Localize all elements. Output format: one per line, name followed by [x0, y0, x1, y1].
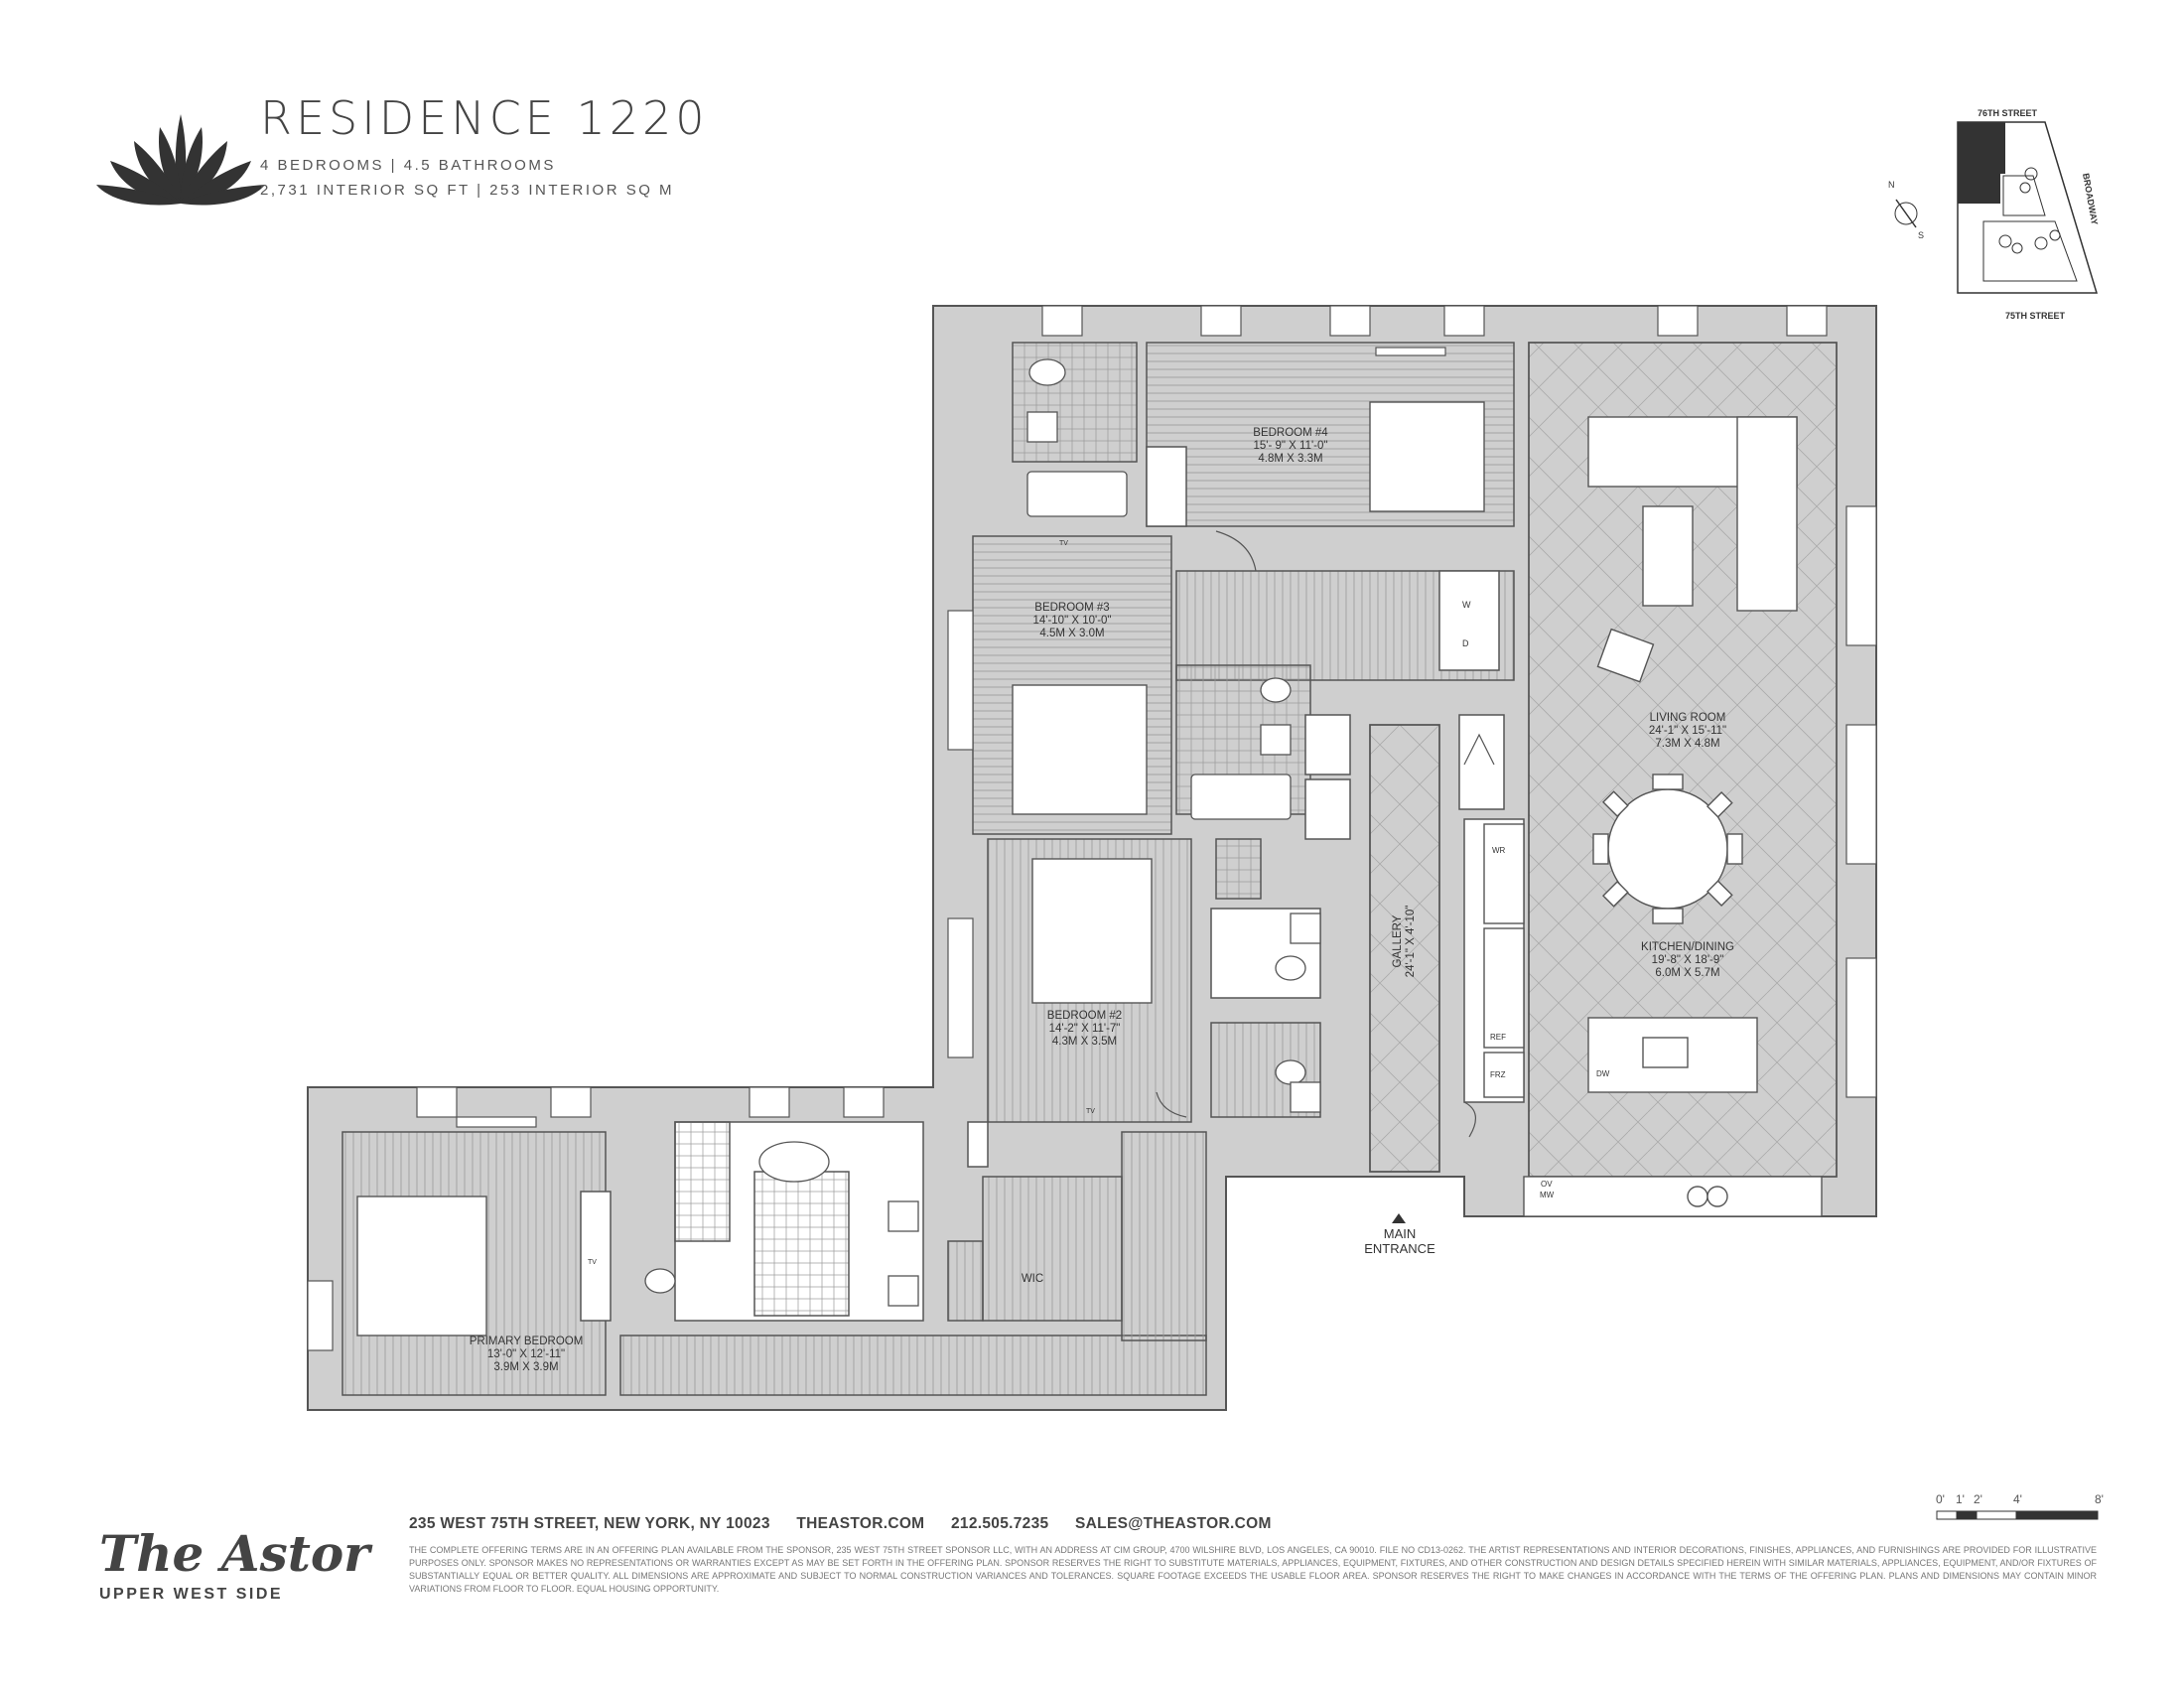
contact-line: 235 WEST 75TH STREET, NEW YORK, NY 10023… — [409, 1515, 1294, 1533]
bedroom3-label: BEDROOM #3 14'-10" X 10'-0" 4.5M X 3.0M — [993, 602, 1152, 640]
scale-2: 2' — [1974, 1492, 1982, 1506]
door-swings — [1156, 530, 1495, 1138]
primary-dims: 13'-0" X 12'-11" — [486, 1348, 566, 1360]
compass-icon: N S — [1888, 180, 1924, 240]
website-link[interactable]: THEASTOR.COM — [796, 1515, 925, 1532]
bed-bedroom2 — [1031, 858, 1153, 1004]
entrance-arrow-icon — [1392, 1213, 1406, 1223]
key-plan: 76TH STREET BROADWAY 75TH STREET N S — [1888, 108, 2100, 321]
kitchen-metric: 6.0M X 5.7M — [1655, 967, 1720, 979]
bedroom3-metric: 4.5M X 3.0M — [1039, 628, 1105, 639]
compass-north: N — [1888, 180, 1895, 190]
primary-name: PRIMARY BEDROOM — [469, 1336, 584, 1347]
main-entrance-label: MAIN ENTRANCE — [1360, 1226, 1439, 1256]
kitchen-dining-label: KITCHEN/DINING 19'-8" X 18'-9" 6.0M X 5.… — [1608, 941, 1767, 980]
bed-bedroom4 — [1369, 401, 1485, 512]
wr-tag: WR — [1492, 846, 1506, 855]
compass-south: S — [1918, 230, 1924, 240]
lotus-logo — [96, 114, 265, 206]
corridor-floor — [619, 1335, 1207, 1396]
email-link[interactable]: SALES@THEASTOR.COM — [1075, 1515, 1272, 1532]
windows — [307, 305, 1877, 1351]
living-metric: 7.3M X 4.8M — [1655, 738, 1720, 750]
legal-disclaimer: The complete offering terms are in an of… — [409, 1545, 2097, 1594]
beds — [356, 401, 1485, 1336]
living-name: LIVING ROOM — [1649, 712, 1726, 724]
gallery-name: GALLERY — [1392, 914, 1404, 968]
address: 235 WEST 75TH STREET, NEW YORK, NY 10023 — [409, 1515, 770, 1532]
bath4-floor — [1012, 342, 1138, 463]
tv-tag-bedroom2: TV — [1086, 1108, 1095, 1115]
keyplan-street-bottom: 75TH STREET — [2005, 311, 2066, 321]
phone-number[interactable]: 212.505.7235 — [951, 1515, 1049, 1532]
bedroom4-name: BEDROOM #4 — [1253, 427, 1328, 439]
wic-floor — [982, 1176, 1123, 1322]
bedroom2-label: BEDROOM #2 14'-2" X 11'-7" 4.3M X 3.5M — [1003, 1010, 1166, 1049]
tv-tag-primary: TV — [588, 1259, 597, 1266]
gallery-dims: 24'-1" X 4'-10" — [1405, 905, 1417, 978]
dryer-tag: D — [1462, 638, 1469, 648]
kitchen-dims: 19'-8" X 18'-9" — [1651, 954, 1724, 966]
dw-tag: DW — [1596, 1069, 1610, 1078]
gallery-label: GALLERY 24'-1" X 4'-10" — [1392, 872, 1418, 1011]
scale-4: 4' — [2013, 1492, 2022, 1506]
tv-tag-bedroom3: TV — [1059, 540, 1068, 547]
keyplan-street-top: 76TH STREET — [1978, 108, 2038, 118]
living-dims: 24'-1" X 15'-11" — [1648, 725, 1727, 737]
frz-tag: FRZ — [1490, 1070, 1506, 1079]
scale-8: 8' — [2095, 1492, 2104, 1506]
dining-island — [1587, 1017, 1758, 1093]
bedroom2-metric: 4.3M X 3.5M — [1051, 1036, 1118, 1048]
ref-tag: REF — [1490, 1033, 1506, 1042]
bedroom3-dims: 14'-10" X 10'-0" — [1032, 615, 1112, 627]
residence-title: RESIDENCE 1220 — [260, 91, 709, 145]
scale-1: 1' — [1956, 1492, 1965, 1506]
bedroom4-dims: 15'- 9" X 11'-0" — [1253, 440, 1328, 452]
entrance-line1: MAIN — [1383, 1226, 1417, 1241]
kitchen-name: KITCHEN/DINING — [1641, 941, 1734, 953]
dining-table — [1592, 774, 1743, 924]
laundry — [1438, 570, 1500, 671]
square-footage: 2,731 INTERIOR SQ FT | 253 INTERIOR SQ M — [260, 182, 675, 199]
bed-bedroom3 — [1012, 684, 1148, 815]
bedroom2-name: BEDROOM #2 — [1046, 1010, 1123, 1022]
scale-0: 0' — [1936, 1492, 1945, 1506]
wic-label: WIC — [1021, 1273, 1044, 1285]
brand-logo-text: The Astor — [99, 1524, 370, 1583]
ov-tag: OV — [1541, 1180, 1553, 1189]
bath-fixtures — [644, 358, 1321, 1307]
bedroom2-dims: 14'-2" X 11'-7" — [1048, 1023, 1121, 1035]
scale-bar — [1936, 1510, 2099, 1520]
brand-neighborhood: UPPER WEST SIDE — [99, 1586, 284, 1603]
bed-primary — [356, 1196, 487, 1336]
entrance-line2: ENTRANCE — [1364, 1241, 1435, 1256]
living-room-label: LIVING ROOM 24'-1" X 15'-11" 7.3M X 4.8M — [1608, 712, 1767, 751]
washer-tag: W — [1462, 600, 1471, 610]
primary-metric: 3.9M X 3.9M — [493, 1361, 559, 1373]
kitchen-island — [1642, 505, 1694, 607]
bedroom4-label: BEDROOM #4 15'- 9" X 11'-0" 4.8M X 3.3M — [1211, 427, 1370, 466]
kitchen-cabinets — [1483, 416, 1823, 1217]
gallery-floor — [1369, 724, 1440, 1173]
primary-bedroom-label: PRIMARY BEDROOM 13'-0" X 12'-11" 3.9M X … — [437, 1336, 615, 1374]
bed-bath-count: 4 BEDROOMS | 4.5 BATHROOMS — [260, 157, 556, 174]
mw-tag: MW — [1540, 1191, 1555, 1199]
bedroom3-name: BEDROOM #3 — [1034, 602, 1110, 614]
bedroom4-metric: 4.8M X 3.3M — [1258, 453, 1323, 465]
